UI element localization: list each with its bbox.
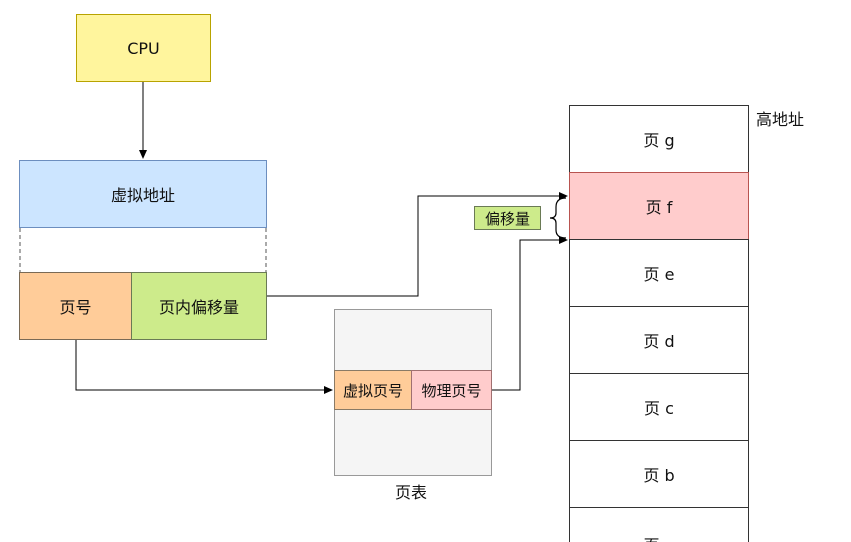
memory-page-label: 页 c — [644, 399, 674, 418]
page-table-virtual-page-cell: 虚拟页号 — [334, 370, 412, 410]
page-table-caption: 页表 — [395, 483, 428, 502]
virtual-address-box: 虚拟地址 — [19, 160, 267, 228]
memory-page-label: 页 d — [643, 332, 675, 351]
memory-page-d: 页 d — [569, 306, 749, 374]
memory-page-f: 页 f — [569, 172, 749, 240]
high-address-label: 高地址 — [756, 110, 805, 129]
offset-brace — [549, 197, 567, 239]
page-number-box: 页号 — [19, 272, 132, 340]
physical-page-number-label: 物理页号 — [421, 381, 482, 400]
memory-page-b: 页 b — [569, 440, 749, 508]
offset-tag: 偏移量 — [474, 206, 541, 230]
arrow-offset-to-page-f — [267, 192, 568, 297]
arrow-page-number-to-page-table — [75, 340, 333, 394]
memory-page-label: 页 a — [644, 532, 675, 542]
memory-page-label: 页 b — [643, 466, 675, 485]
arrow-physical-page-to-page-f — [491, 236, 568, 391]
offset-tag-label: 偏移量 — [484, 209, 530, 228]
memory-page-e: 页 e — [569, 239, 749, 307]
memory-page-label: 页 g — [643, 131, 675, 150]
virtual-address-title: 虚拟地址 — [110, 186, 175, 205]
cpu-label: CPU — [127, 38, 160, 58]
page-offset-box: 页内偏移量 — [131, 272, 267, 340]
page-number-label: 页号 — [59, 298, 92, 317]
memory-page-label: 页 f — [645, 198, 673, 217]
memory-page-c: 页 c — [569, 373, 749, 441]
memory-page-g: 页 g — [569, 105, 749, 173]
page-offset-label: 页内偏移量 — [158, 298, 239, 317]
virtual-page-number-label: 虚拟页号 — [342, 381, 403, 400]
memory-page-a: 页 a — [569, 507, 749, 542]
page-table-physical-page-cell: 物理页号 — [411, 370, 492, 410]
cpu-box: CPU — [76, 14, 211, 82]
memory-page-label: 页 e — [643, 265, 675, 284]
